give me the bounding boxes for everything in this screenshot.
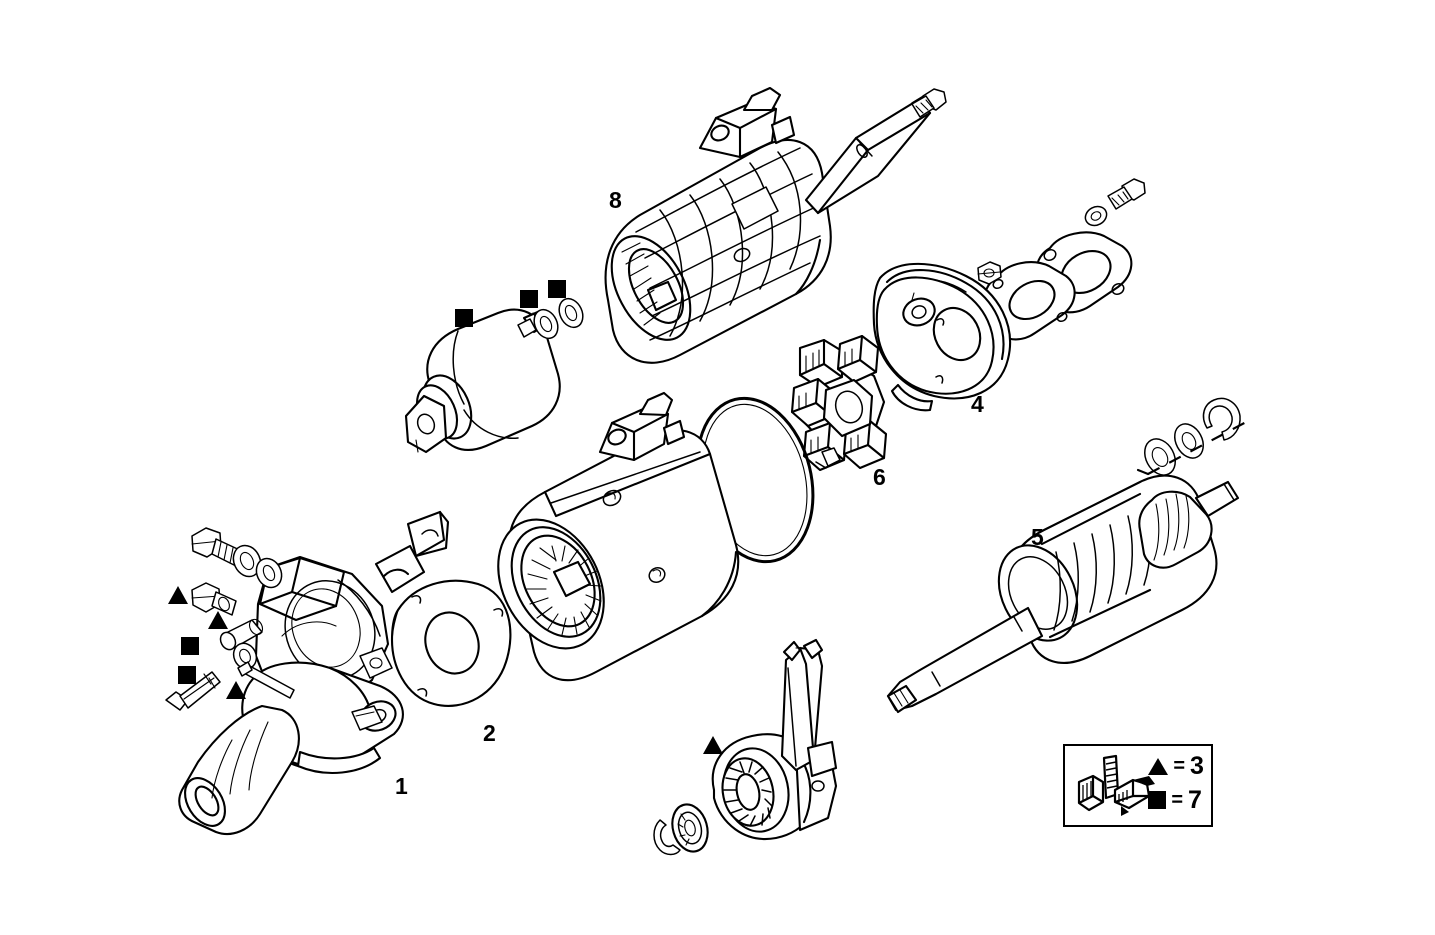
callout-1: 1 bbox=[395, 773, 408, 799]
retaining-pin bbox=[237, 661, 295, 699]
legend-illustration bbox=[1077, 754, 1155, 816]
armature-snap-ring bbox=[1202, 397, 1241, 441]
callout-6: 6 bbox=[873, 464, 886, 490]
legend-equals-square: = bbox=[1171, 789, 1183, 811]
stud-bolt-left bbox=[191, 582, 237, 616]
legend-row-triangle: = 3 bbox=[1148, 753, 1205, 779]
field-coil-assembly bbox=[604, 86, 832, 364]
pinion-snap-ring bbox=[653, 819, 681, 856]
terminal-insulator-plate bbox=[374, 544, 426, 594]
terminal-bar-assembly bbox=[804, 91, 939, 215]
marker-triangles bbox=[168, 586, 723, 754]
callout-4: 4 bbox=[971, 391, 984, 417]
square-symbol-icon bbox=[1148, 791, 1167, 809]
callout-2: 2 bbox=[483, 720, 496, 746]
commutator-end-cover bbox=[872, 262, 1012, 412]
legend-box: = 3 = 7 bbox=[1063, 744, 1213, 827]
motor-yoke-housing bbox=[497, 391, 740, 682]
assembly-axis-line bbox=[1147, 419, 1251, 475]
hex-bolt-top bbox=[911, 88, 947, 118]
end-plate-disc bbox=[390, 579, 512, 707]
solenoid-switch bbox=[404, 308, 561, 454]
legend-value-square: 7 bbox=[1188, 785, 1202, 814]
pinion-bearing bbox=[671, 803, 709, 853]
armature-thrust-washer-1 bbox=[1144, 438, 1176, 476]
legend-rows: = 3 = 7 bbox=[1148, 753, 1205, 813]
armature bbox=[886, 474, 1240, 714]
solenoid-washer-1 bbox=[533, 308, 559, 340]
washer-left-1 bbox=[232, 544, 262, 578]
callout-5: 5 bbox=[1031, 524, 1044, 550]
brush-holder-assembly bbox=[790, 334, 888, 472]
legend-row-square: = 7 bbox=[1148, 787, 1205, 813]
solenoid-washer-2 bbox=[558, 297, 584, 329]
legend-equals-triangle: = bbox=[1173, 755, 1185, 777]
through-bolt bbox=[165, 671, 221, 711]
small-nut bbox=[977, 261, 1002, 285]
triangle-symbol-icon bbox=[1148, 757, 1169, 775]
marker-squares bbox=[178, 280, 566, 684]
washer-left-2 bbox=[255, 557, 283, 589]
callout-8: 8 bbox=[609, 187, 622, 213]
spacer-sleeve bbox=[219, 618, 264, 651]
bolt-and-washer-right bbox=[1084, 178, 1146, 227]
terminal-cover-plate bbox=[406, 510, 450, 558]
legend-value-triangle: 3 bbox=[1190, 751, 1204, 780]
pinion-drive-assembly bbox=[711, 638, 838, 841]
